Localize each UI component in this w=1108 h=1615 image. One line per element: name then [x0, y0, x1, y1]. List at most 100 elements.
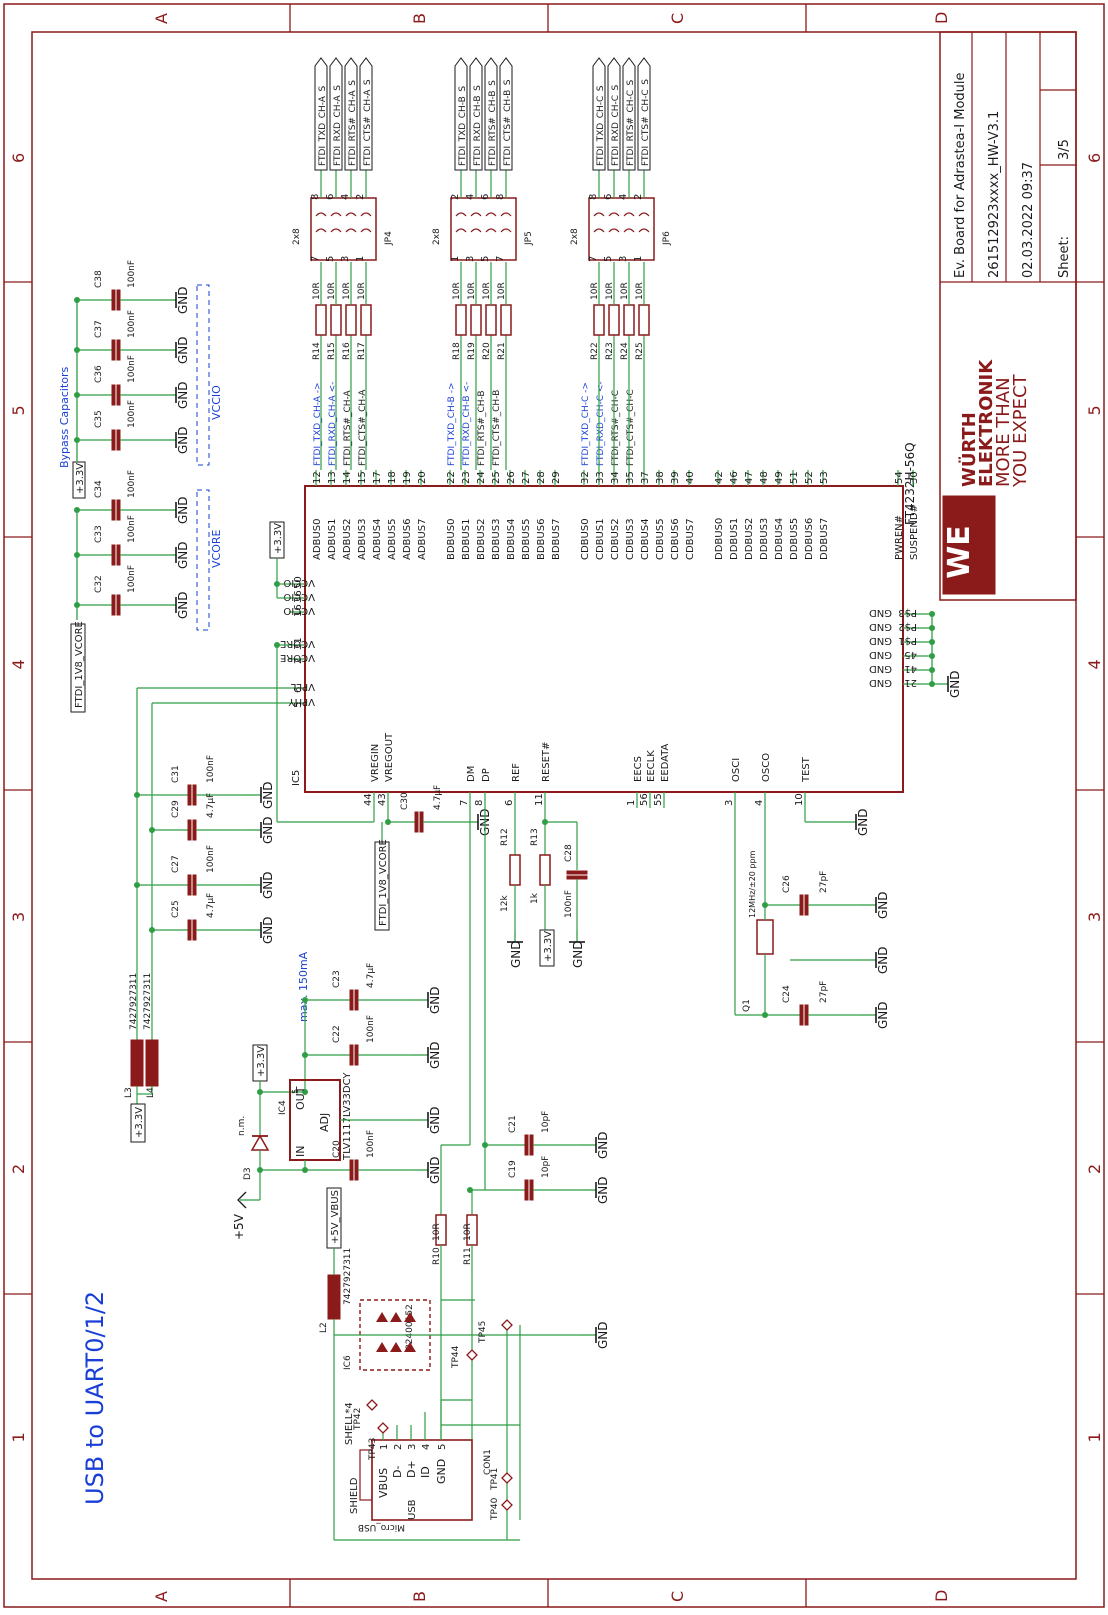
- left-cap-gnd-label: GND: [261, 916, 275, 944]
- cap-value: 4.7µF: [206, 793, 216, 818]
- header-pin-number: 7: [588, 256, 599, 262]
- header-pin-number: 5: [325, 256, 336, 262]
- ic5-pin-number: 37: [640, 471, 651, 484]
- cap-C31-plate: [192, 784, 197, 806]
- ic5-pin-name: VCCIO: [283, 577, 315, 588]
- header-pin-number: 6: [603, 194, 614, 200]
- cap-C38-plate: [111, 289, 116, 311]
- net-flag: [359, 57, 373, 171]
- cap-value: 100nF: [127, 515, 137, 543]
- pwr-33-bypass-label: +3.3V: [75, 463, 86, 494]
- ic5-net-label: FTDI_TXD_CH-C ->: [581, 382, 591, 466]
- header-contact: [470, 212, 482, 217]
- net-vcore-bottom-label: FTDI_1V8_VCORE: [378, 839, 389, 926]
- header-contact: [360, 228, 372, 233]
- ic5-pin-number: 18: [387, 471, 398, 484]
- ic5-pin-number: 32: [580, 471, 591, 484]
- net-flag-label: FTDI_CTS#_CH-A_S: [363, 79, 373, 166]
- header-type: 2x8: [432, 228, 442, 245]
- vcore-label: VCORE: [210, 529, 223, 568]
- cap-value: 10pF: [541, 1156, 551, 1178]
- ic5-pin-name: OSCO: [761, 753, 772, 782]
- cap-C38-plate: [116, 289, 121, 311]
- header-ref: JP5: [524, 231, 534, 246]
- cap-C22-plate: [354, 1044, 359, 1066]
- ic5-pin-name: BDBUS5: [521, 519, 532, 560]
- r12-gnd-label: GND: [509, 940, 523, 968]
- ic5-pin-name: CDBUS0: [580, 518, 591, 560]
- ic5-pin-name: ADBUS5: [387, 519, 398, 560]
- cap-ref: C19: [508, 1160, 518, 1178]
- ic5-pin-name: DDBUS1: [729, 518, 740, 560]
- cap-value: 100nF: [564, 890, 574, 918]
- usb-pin-number: 2: [393, 1444, 404, 1450]
- cap-C35-plate: [111, 429, 116, 451]
- regulator-pin-adj: ADJ: [318, 1113, 331, 1132]
- usb-gnd-label: GND: [596, 1321, 610, 1349]
- test-point-label: TP41: [490, 1468, 500, 1491]
- logo-text: ELEKTRONIK: [976, 359, 997, 487]
- cap-value: 10pF: [541, 1111, 551, 1133]
- ic5-pin-number: 16: [293, 604, 304, 617]
- cap-C21-plate: [529, 1134, 534, 1156]
- cap-C24-plate: [804, 1004, 809, 1026]
- net-flag-label: FTDI_TXD_CH-B_S: [458, 86, 468, 166]
- ic5-pin-number: 45: [904, 649, 917, 660]
- cap-value: 100nF: [206, 755, 216, 783]
- ic5-pin-number: 30: [909, 471, 920, 484]
- ic5-net-label: FTDI_RTS#_CH-C: [611, 390, 621, 466]
- net-flag: [484, 57, 498, 171]
- ic5-pin-name: BDBUS4: [506, 519, 517, 560]
- ic5-pin-name: VREGOUT: [384, 732, 395, 782]
- header-pin-number: 2: [450, 194, 461, 200]
- resistor-R25: [638, 304, 650, 336]
- zone-label: 1: [1085, 1432, 1104, 1442]
- resistor-R21: [500, 304, 512, 336]
- ic5-pin-name: VCCIO: [283, 591, 315, 602]
- test-point: [501, 1319, 513, 1331]
- test-point: [366, 1399, 378, 1411]
- header-pin-number: 7: [310, 256, 321, 262]
- ic5-pin-name: ADBUS1: [327, 519, 338, 560]
- ic5-net-label: FTDI_CTS#_CH-A: [358, 389, 368, 466]
- resistor-ref: R22: [590, 342, 600, 360]
- zone-label: C: [668, 1591, 687, 1602]
- ferrite-ref: L2: [319, 1322, 329, 1333]
- header-contact: [500, 212, 512, 217]
- ic5-pin-number: 10: [794, 793, 805, 806]
- cap-ref: C26: [782, 875, 792, 893]
- ic5-pin-number: 33: [595, 471, 606, 484]
- ic5-pin-name: GND: [869, 607, 892, 618]
- ic5-pin-number: 6: [293, 687, 304, 693]
- ic5-pin-number: 28: [536, 471, 547, 484]
- ic5-pin-number: 24: [476, 471, 487, 484]
- ic5-pin-number: 3: [724, 800, 735, 806]
- cap-C23-plate: [349, 989, 354, 1011]
- ic5-pin-number: 54: [894, 471, 905, 484]
- bypass-gnd-label: GND: [176, 541, 190, 569]
- net-flag-label: FTDI_RXD_CH-B_S: [473, 85, 483, 166]
- cap-ref: C34: [94, 480, 104, 498]
- ic5-pin-name: DDBUS2: [744, 518, 755, 560]
- net-flag-label: FTDI_RXD_CH-C_S: [611, 84, 621, 166]
- ic5-net-label: FTDI_RTS#_CH-A: [343, 389, 353, 466]
- test-point: [501, 1472, 513, 1484]
- ic5-pin-number: 53: [819, 471, 830, 484]
- cap-value: 27pF: [819, 981, 829, 1003]
- ic5-pin-number: 50: [293, 576, 304, 589]
- ic5-pin-number: 27: [521, 471, 532, 484]
- ic5-pin-number: 42: [714, 471, 725, 484]
- ic5-pin-number: 20: [417, 471, 428, 484]
- left-cap-gnd-label: GND: [261, 781, 275, 809]
- cap-value: 4.7µF: [366, 963, 376, 988]
- ic5-pin-name: BDBUS1: [461, 519, 472, 560]
- resistor-ref: R13: [530, 828, 540, 846]
- ic5-pin-name: EECLK: [646, 750, 657, 782]
- header-contact: [485, 228, 497, 233]
- header-contact: [638, 212, 650, 217]
- header-pin-number: 4: [465, 194, 476, 200]
- cap-value: 100nF: [366, 1130, 376, 1158]
- zone-label: 5: [9, 405, 28, 415]
- ic5-pin-name: EEDATA: [660, 743, 671, 782]
- cap-C23-plate: [354, 989, 359, 1011]
